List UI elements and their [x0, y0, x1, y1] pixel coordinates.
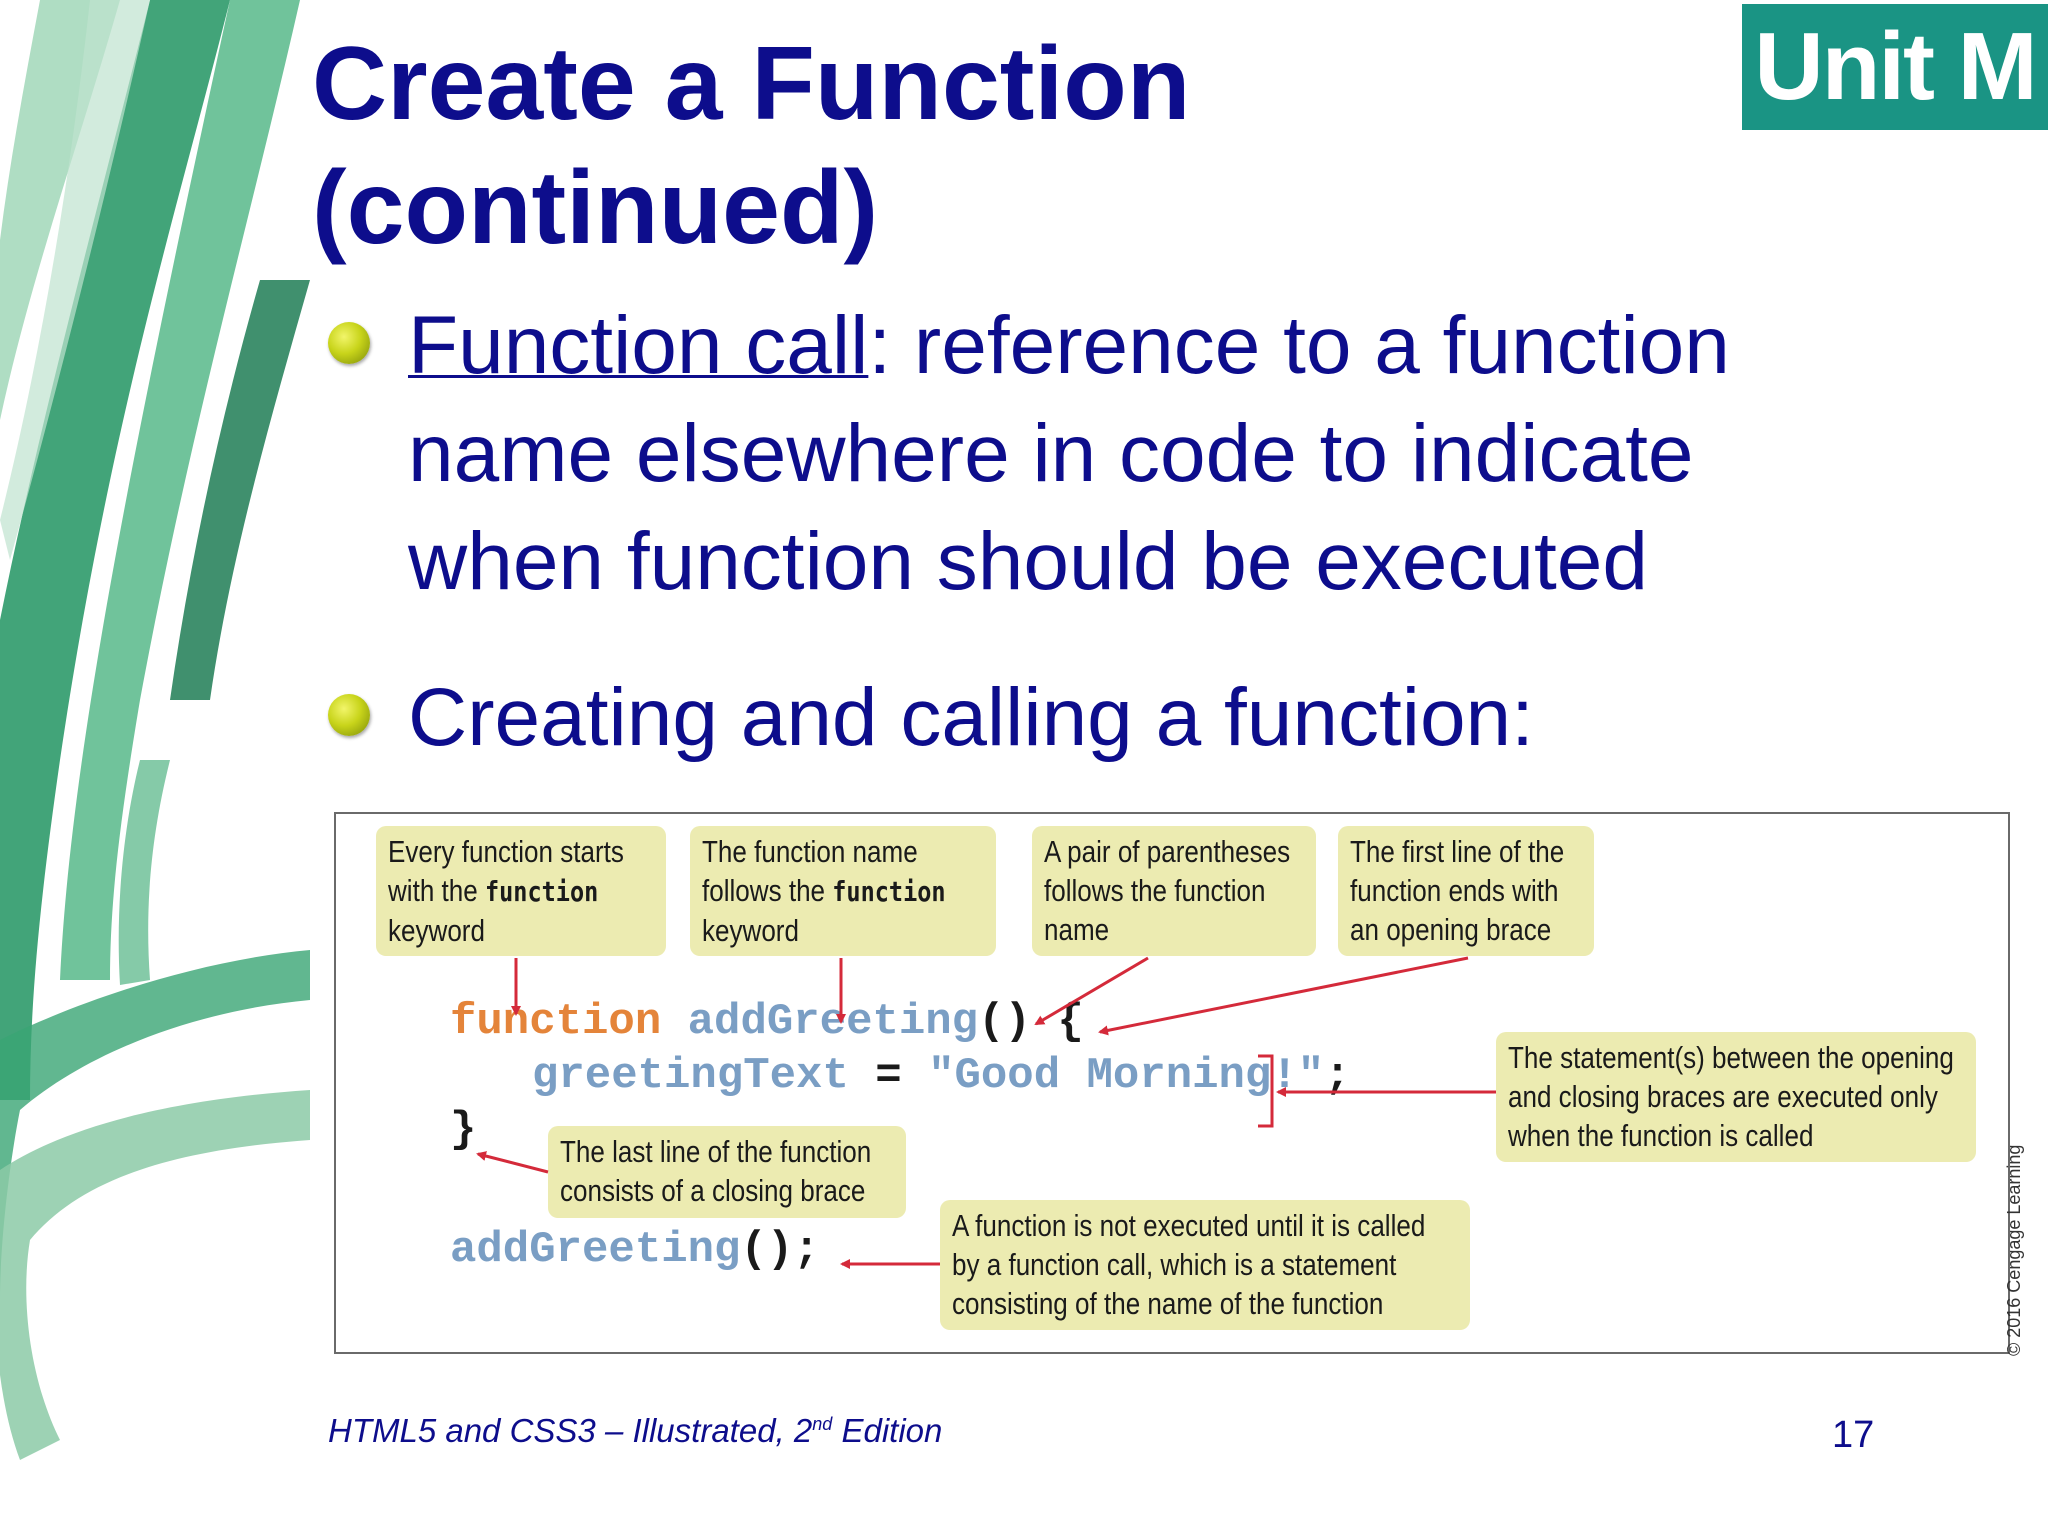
callout-open-brace-line-1: The first line of the	[1350, 834, 1565, 869]
callout-statements-line-3: when the function is called	[1508, 1118, 1814, 1153]
callout-parens-line-2: follows the function	[1044, 873, 1266, 908]
footer-book-title: HTML5 and CSS3 – Illustrated, 2nd Editio…	[328, 1412, 942, 1450]
bullet-dot-icon	[328, 322, 370, 364]
callout-call-line-3: consisting of the name of the function	[952, 1286, 1384, 1321]
callout-open-brace: The first line of the function ends with…	[1338, 826, 1594, 956]
code-equals: =	[875, 1051, 902, 1101]
slide-title: Create a Function (continued)	[312, 22, 1190, 270]
callout-keyword-code: function	[484, 875, 599, 908]
bullet-1-line-3: when function should be executed	[408, 516, 1649, 607]
callout-close-brace-line-1: The last line of the function	[560, 1134, 872, 1169]
page-number: 17	[1832, 1414, 1875, 1456]
callout-parens-line-1: A pair of parentheses	[1044, 834, 1291, 869]
callout-call-line-1: A function is not executed until it is c…	[952, 1208, 1426, 1243]
unit-badge: Unit M	[1742, 4, 2048, 130]
code-line-call: addGreeting();	[450, 1224, 820, 1276]
copyright-notice: © 2016 Cengage Learning	[2004, 1144, 2024, 1356]
callout-open-brace-line-3: an opening brace	[1350, 912, 1552, 947]
code-function-name: addGreeting	[687, 997, 979, 1047]
callout-name-line-1: The function name	[702, 834, 918, 869]
decorative-ribbons	[0, 0, 310, 1460]
callout-name-line-3: keyword	[702, 913, 799, 948]
arrow-close-brace	[476, 1151, 549, 1174]
callout-keyword-line-3: keyword	[388, 913, 485, 948]
bullet-2-line-1: Creating and calling a function:	[408, 672, 1534, 763]
footer-book-title-text: HTML5 and CSS3 – Illustrated, 2	[328, 1412, 813, 1449]
callout-keyword-line-2: with the function	[388, 871, 611, 911]
code-line-close: }	[450, 1104, 476, 1156]
code-string: "Good Morning!"	[928, 1051, 1325, 1101]
function-diagram: Every function starts with the function …	[334, 812, 2010, 1354]
bullet-1-line-1-text: : reference to a function	[868, 300, 1730, 391]
callout-keyword-line-2-text: with the	[388, 873, 485, 908]
code-line-declaration: function addGreeting() {	[450, 996, 1084, 1048]
code-call-parens: ();	[740, 1225, 820, 1275]
function-call-term: Function call	[408, 300, 869, 391]
callout-keyword: Every function starts with the function …	[376, 826, 666, 956]
callout-close-brace-line-2: consists of a closing brace	[560, 1173, 866, 1208]
callout-parens: A pair of parentheses follows the functi…	[1032, 826, 1316, 956]
callout-statements-line-2: and closing braces are executed only	[1508, 1079, 1938, 1114]
arrow-open-brace	[1098, 956, 1469, 1036]
callout-call: A function is not executed until it is c…	[940, 1200, 1470, 1330]
callout-close-brace: The last line of the function consists o…	[548, 1126, 906, 1218]
code-call-name: addGreeting	[450, 1225, 741, 1275]
code-line-statement: greetingText = "Good Morning!";	[532, 1050, 1351, 1102]
callout-name-line-2: follows the function	[702, 871, 946, 911]
callout-name-code: function	[832, 875, 946, 908]
callout-open-brace-line-2: function ends with	[1350, 873, 1559, 908]
callout-name: The function name follows the function k…	[690, 826, 996, 956]
callout-keyword-line-1: Every function starts	[388, 834, 624, 869]
callout-parens-line-3: name	[1044, 912, 1110, 947]
bullet-dot-icon	[328, 694, 370, 736]
bullet-creating-calling: Creating and calling a function:	[408, 664, 1534, 772]
code-close-brace: }	[450, 1105, 477, 1155]
code-open-brace: {	[1057, 997, 1084, 1047]
footer-book-edition-sup: nd	[812, 1414, 833, 1434]
callout-statements-line-1: The statement(s) between the opening	[1508, 1040, 1954, 1075]
callout-call-line-2: by a function call, which is a statement	[952, 1247, 1397, 1282]
bullet-function-call: Function call: reference to a function n…	[408, 292, 1730, 616]
code-semicolon: ;	[1324, 1051, 1351, 1101]
callout-name-line-2-text: follows the	[702, 873, 833, 908]
title-line-2: (continued)	[312, 150, 879, 266]
callout-statements: The statement(s) between the opening and…	[1496, 1032, 1976, 1162]
bullet-1-line-2: name elsewhere in code to indicate	[408, 408, 1694, 499]
code-function-keyword: function	[450, 997, 662, 1047]
bullet-1-line-1: Function call: reference to a function	[408, 292, 1730, 400]
code-parentheses: ()	[978, 997, 1031, 1047]
code-variable: greetingText	[532, 1051, 849, 1101]
footer-book-edition-text: Edition	[832, 1412, 943, 1449]
title-line-1: Create a Function	[312, 26, 1191, 142]
